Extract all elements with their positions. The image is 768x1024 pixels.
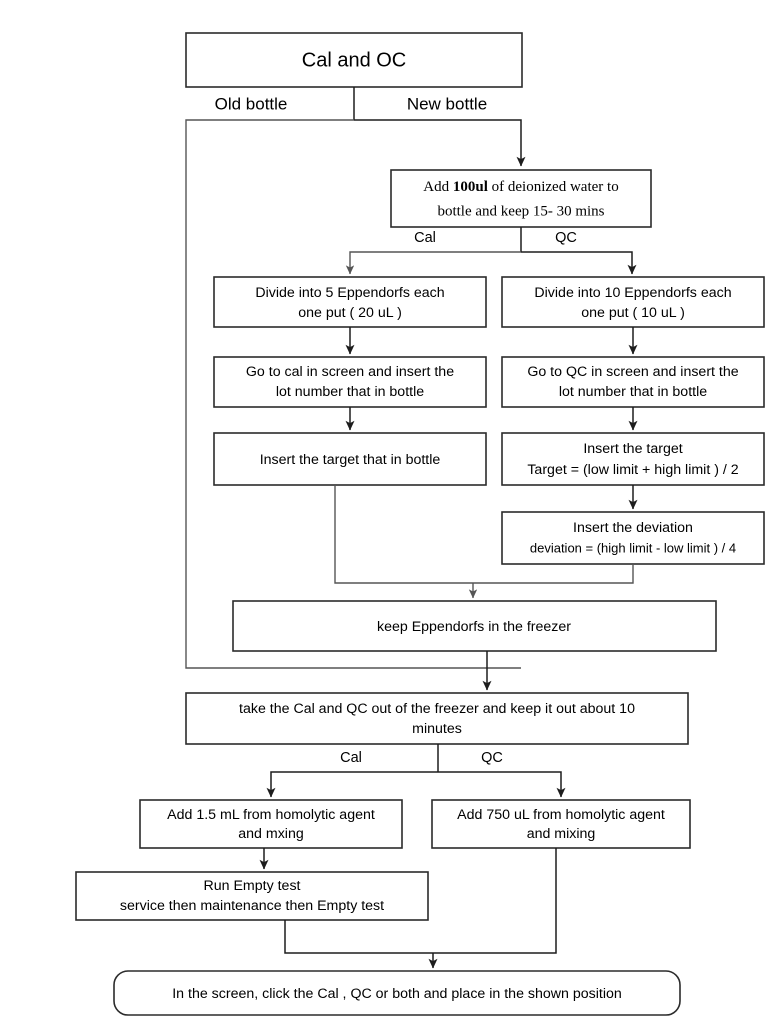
- node-add-homolytic-agent-qc-box: [431, 799, 691, 849]
- node-qc-divide[interactable]: Divide into 10 Eppendorfs each one put (…: [501, 276, 765, 328]
- node-add-homolytic-agent-cal-box: [139, 799, 403, 849]
- node-add-homolytic-agent-cal-line2: and mxing: [238, 826, 303, 842]
- node-qc-insert-target-line2: Target = (low limit + high limit ) / 2: [527, 462, 738, 478]
- node-qc-divide-line2: one put ( 10 uL ): [581, 305, 685, 321]
- node-cal-lot-number-box: [213, 356, 487, 408]
- node-click-cal-qc-screen[interactable]: In the screen, click the Cal , QC or bot…: [113, 970, 681, 1016]
- node-add-deionized-water-line2: bottle and keep 15- 30 mins: [437, 203, 604, 219]
- branch-label-cal-2: Cal: [340, 750, 362, 766]
- branch-label-old-bottle: Old bottle: [215, 94, 288, 113]
- node-qc-insert-deviation[interactable]: Insert the deviation deviation = (high l…: [501, 511, 765, 565]
- node-add-homolytic-agent-qc-line1: Add 750 uL from homolytic agent: [457, 807, 665, 823]
- node-cal-lot-number[interactable]: Go to cal in screen and insert the lot n…: [213, 356, 487, 408]
- connector-split-to-cal-1: [345, 251, 521, 275]
- branch-label-qc-2: QC: [481, 750, 503, 766]
- node-cal-and-oc-box: [185, 32, 523, 88]
- node-qc-divide-line1: Divide into 10 Eppendorfs each: [534, 285, 731, 301]
- node-cal-lot-number-line2: lot number that in bottle: [276, 384, 424, 400]
- node-cal-lot-number-line1: Go to cal in screen and insert the: [246, 364, 454, 380]
- node-add-homolytic-agent-cal[interactable]: Add 1.5 mL from homolytic agent and mxin…: [139, 799, 403, 849]
- node-qc-insert-deviation-line2: deviation = (high limit - low limit ) / …: [530, 540, 736, 555]
- node-qc-lot-number-box: [501, 356, 765, 408]
- node-cal-divide-line1: Divide into 5 Eppendorfs each: [255, 285, 444, 301]
- connector-qc-agent-merge: [433, 848, 557, 954]
- connector-qc-merge-to-freezer: [473, 564, 634, 584]
- connector-empty-test-merge: [284, 920, 433, 954]
- node-add-deionized-water-box: [390, 169, 652, 228]
- node-cal-and-oc[interactable]: Cal and OC: [185, 32, 523, 88]
- node-qc-lot-number-line1: Go to QC in screen and insert the: [527, 364, 738, 380]
- node-cal-insert-target-label: Insert the target that in bottle: [260, 452, 441, 468]
- branch-label-qc-1: QC: [555, 230, 577, 246]
- node-click-cal-qc-screen-box: [113, 970, 681, 1016]
- node-qc-lot-number[interactable]: Go to QC in screen and insert the lot nu…: [501, 356, 765, 408]
- node-qc-insert-target[interactable]: Insert the target Target = (low limit + …: [501, 432, 765, 486]
- connector-split-to-qc-2: [438, 771, 566, 798]
- node-cal-and-oc-label: Cal and OC: [302, 49, 407, 71]
- node-take-out-of-freezer-line2: minutes: [412, 721, 462, 737]
- node-qc-divide-box: [501, 276, 765, 328]
- node-run-empty-test-line1: Run Empty test: [204, 878, 301, 894]
- node-cal-insert-target[interactable]: Insert the target that in bottle: [213, 432, 487, 486]
- node-take-out-of-freezer-box: [185, 692, 689, 745]
- connector-split-to-qc-1: [521, 251, 637, 275]
- node-add-deionized-water[interactable]: Add 100ul of deionized water to bottle a…: [390, 169, 652, 228]
- node-keep-in-freezer[interactable]: keep Eppendorfs in the freezer: [232, 600, 717, 652]
- node-run-empty-test-box: [75, 871, 429, 921]
- node-add-homolytic-agent-qc[interactable]: Add 750 uL from homolytic agent and mixi…: [431, 799, 691, 849]
- node-qc-insert-deviation-line1: Insert the deviation: [573, 520, 693, 536]
- node-add-homolytic-agent-cal-line1: Add 1.5 mL from homolytic agent: [167, 807, 375, 823]
- node-qc-insert-target-box: [501, 432, 765, 486]
- node-cal-divide[interactable]: Divide into 5 Eppendorfs each one put ( …: [213, 276, 487, 328]
- node-qc-insert-target-line1: Insert the target: [583, 441, 682, 457]
- node-cal-divide-line2: one put ( 20 uL ): [298, 305, 402, 321]
- branch-label-cal-1: Cal: [414, 230, 436, 246]
- node-run-empty-test-line2: service then maintenance then Empty test: [120, 898, 384, 914]
- branch-label-new-bottle: New bottle: [407, 94, 487, 113]
- node-keep-in-freezer-box: [232, 600, 717, 652]
- connector-cal-merge-to-freezer: [334, 485, 473, 584]
- node-add-homolytic-agent-qc-line2: and mixing: [527, 826, 596, 842]
- connector-split-to-cal-2: [266, 771, 438, 798]
- node-take-out-of-freezer-line1: take the Cal and QC out of the freezer a…: [239, 701, 635, 717]
- node-qc-lot-number-line2: lot number that in bottle: [559, 384, 707, 400]
- connector-new-bottle-to-add-water: [354, 119, 526, 167]
- node-keep-in-freezer-label: keep Eppendorfs in the freezer: [377, 619, 571, 635]
- node-add-deionized-water-line1: Add 100ul of deionized water to: [423, 179, 618, 195]
- node-cal-insert-target-box: [213, 432, 487, 486]
- node-run-empty-test[interactable]: Run Empty test service then maintenance …: [75, 871, 429, 921]
- node-click-cal-qc-screen-label: In the screen, click the Cal , QC or bot…: [172, 986, 622, 1002]
- node-take-out-of-freezer[interactable]: take the Cal and QC out of the freezer a…: [185, 692, 689, 745]
- node-cal-divide-box: [213, 276, 487, 328]
- connector-old-bottle-region: [185, 119, 521, 669]
